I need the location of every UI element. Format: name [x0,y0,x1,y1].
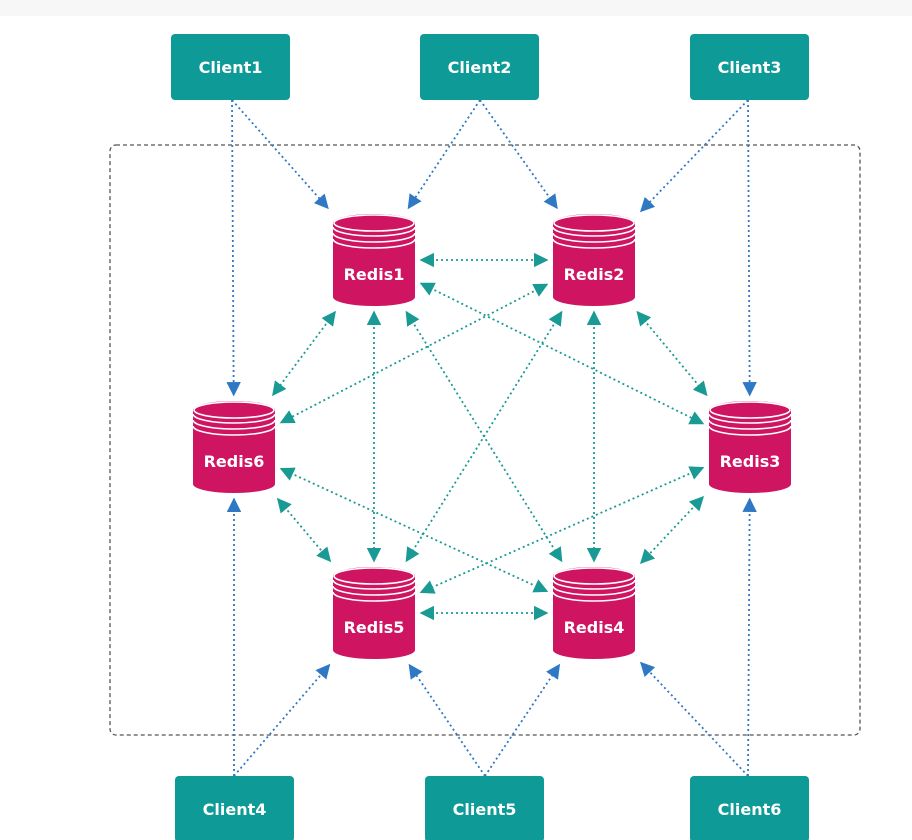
cluster-links [272,252,708,621]
client6-label: Client6 [718,800,782,819]
client6-box: Client6 [690,776,809,840]
client-link-client6-redis4 [640,661,749,777]
cluster-link-redis2-redis3 [636,310,708,397]
cylinder-top-rim [193,401,275,419]
redis2-label: Redis2 [564,265,625,284]
cylinder-stripe [332,238,416,249]
cylinder-stripe [192,413,276,424]
database-cylinder-icon [333,576,415,659]
cluster-link-redis2-redis5 [405,310,563,563]
client1-rect [171,34,290,100]
cylinder-top-rim [333,567,415,585]
cylinder-stripe [708,413,792,424]
cylinder-stripe [332,585,416,596]
database-cylinder-icon [709,410,791,493]
redis2-node: Redis2 [552,214,636,306]
client2-label: Client2 [448,58,512,77]
cylinder-stripe [708,425,792,436]
redis6-label: Redis6 [204,452,265,471]
client6-rect [690,776,809,840]
client-link-client3-redis2 [640,99,749,213]
cylinder-top-rim [333,214,415,232]
cylinder-top-rim [709,401,791,419]
cylinder-stripe [552,232,636,243]
client3-rect [690,34,809,100]
cylinder-stripe [708,419,792,430]
cylinder-top [193,401,275,419]
client4-box: Client4 [175,776,294,840]
client-link-client2-redis1 [407,99,481,210]
cylinder-top-rim [553,567,635,585]
cluster-link-redis3-redis4 [640,495,704,565]
client5-rect [425,776,544,840]
client2-box: Client2 [420,34,539,100]
cylinder-top [333,214,415,232]
cylinder-stripe [552,226,636,237]
cylinder-stripe [552,591,636,602]
cylinder-stripe [552,579,636,590]
client-link-client5-redis5 [408,663,486,777]
client2-rect [420,34,539,100]
cylinder-top-rim [553,214,635,232]
client3-box: Client3 [690,34,809,100]
client3-label: Client3 [718,58,782,77]
redis5-node: Redis5 [332,567,416,659]
client-link-client1-redis6 [226,99,241,397]
database-cylinder-icon [193,410,275,493]
cluster-link-redis3-redis5 [419,466,705,594]
cylinder-top [553,214,635,232]
cluster-link-redis6-redis4 [279,467,549,593]
cylinder-stripe [192,419,276,430]
redis4-label: Redis4 [564,618,625,637]
cluster-link-redis6-redis5 [276,497,332,563]
client1-box: Client1 [171,34,290,100]
database-cylinder-icon [333,223,415,306]
redis1-node: Redis1 [332,214,416,306]
client5-box: Client5 [425,776,544,840]
cluster-boundary [109,144,861,736]
cylinder-stripe [192,425,276,436]
redis5-label: Redis5 [344,618,405,637]
client-link-client4-redis5 [233,663,331,777]
client-links [226,99,757,777]
client-link-client2-redis2 [479,99,558,210]
redis4-node: Redis4 [552,567,636,659]
client1-label: Client1 [199,58,263,77]
client5-label: Client5 [453,800,517,819]
cylinder-top [709,401,791,419]
cylinder-stripe [552,585,636,596]
cylinder-stripe [332,579,416,590]
redis3-node: Redis3 [708,401,792,493]
cylinder-top [553,567,635,585]
cylinder-stripe [332,226,416,237]
database-cylinder-icon [553,576,635,659]
cylinder-stripe [332,232,416,243]
client4-label: Client4 [203,800,267,819]
cluster-link-redis2-redis6 [279,283,549,424]
redis3-label: Redis3 [720,452,781,471]
redis1-label: Redis1 [344,265,405,284]
cylinder-stripe [552,238,636,249]
redis6-node: Redis6 [192,401,276,493]
cluster-link-redis1-redis6 [272,310,336,397]
client-link-client5-redis4 [484,663,561,777]
client-link-client3-redis3 [742,99,757,397]
database-cylinder-icon [553,223,635,306]
cylinder-stripe [332,591,416,602]
client-link-client6-redis3 [742,497,757,777]
client-link-client1-redis1 [231,99,329,210]
cylinder-top [333,567,415,585]
client4-rect [175,776,294,840]
top-bar [0,0,912,16]
